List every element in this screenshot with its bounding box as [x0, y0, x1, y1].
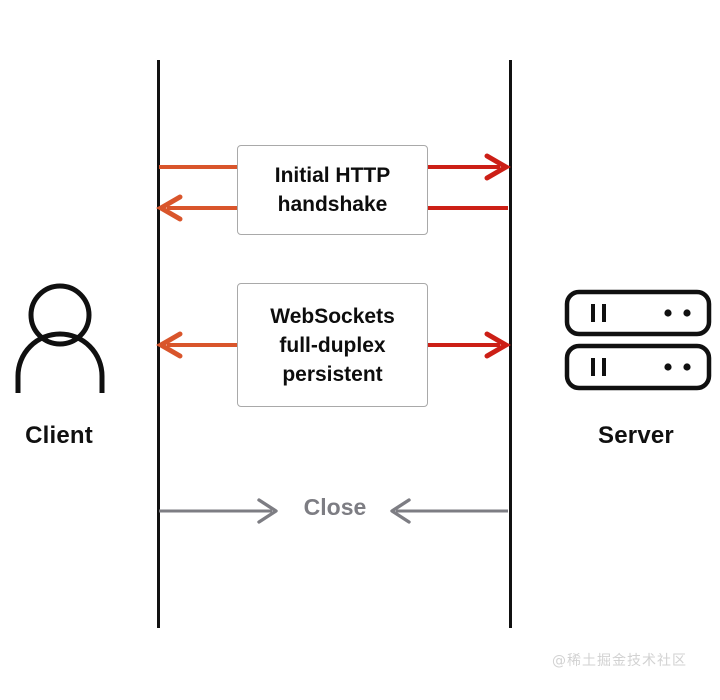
message-line: handshake — [277, 193, 388, 216]
message-line: WebSockets — [270, 304, 395, 328]
arrow-websockets-to-client — [156, 331, 237, 359]
arrow-close-to-client — [390, 498, 508, 524]
client-lifeline — [157, 60, 160, 628]
arrow-close-to-server — [159, 498, 278, 524]
message-line: persistent — [282, 362, 383, 386]
message-line: Initial HTTP — [274, 164, 391, 187]
person-icon — [15, 283, 105, 393]
server-label: Server — [598, 422, 674, 449]
server-rack-icon — [564, 289, 712, 391]
close-label: Close — [303, 494, 367, 520]
server-lifeline — [509, 60, 512, 628]
client-label: Client — [25, 422, 93, 449]
message-box-handshake: Initial HTTP handshake — [237, 145, 428, 235]
message-line: full-duplex — [279, 333, 386, 357]
message-box-websockets: WebSockets full-duplex persistent — [237, 283, 428, 407]
watermark: @稀土掘金技术社区 — [552, 653, 687, 669]
arrow-websockets-to-server — [428, 331, 511, 359]
